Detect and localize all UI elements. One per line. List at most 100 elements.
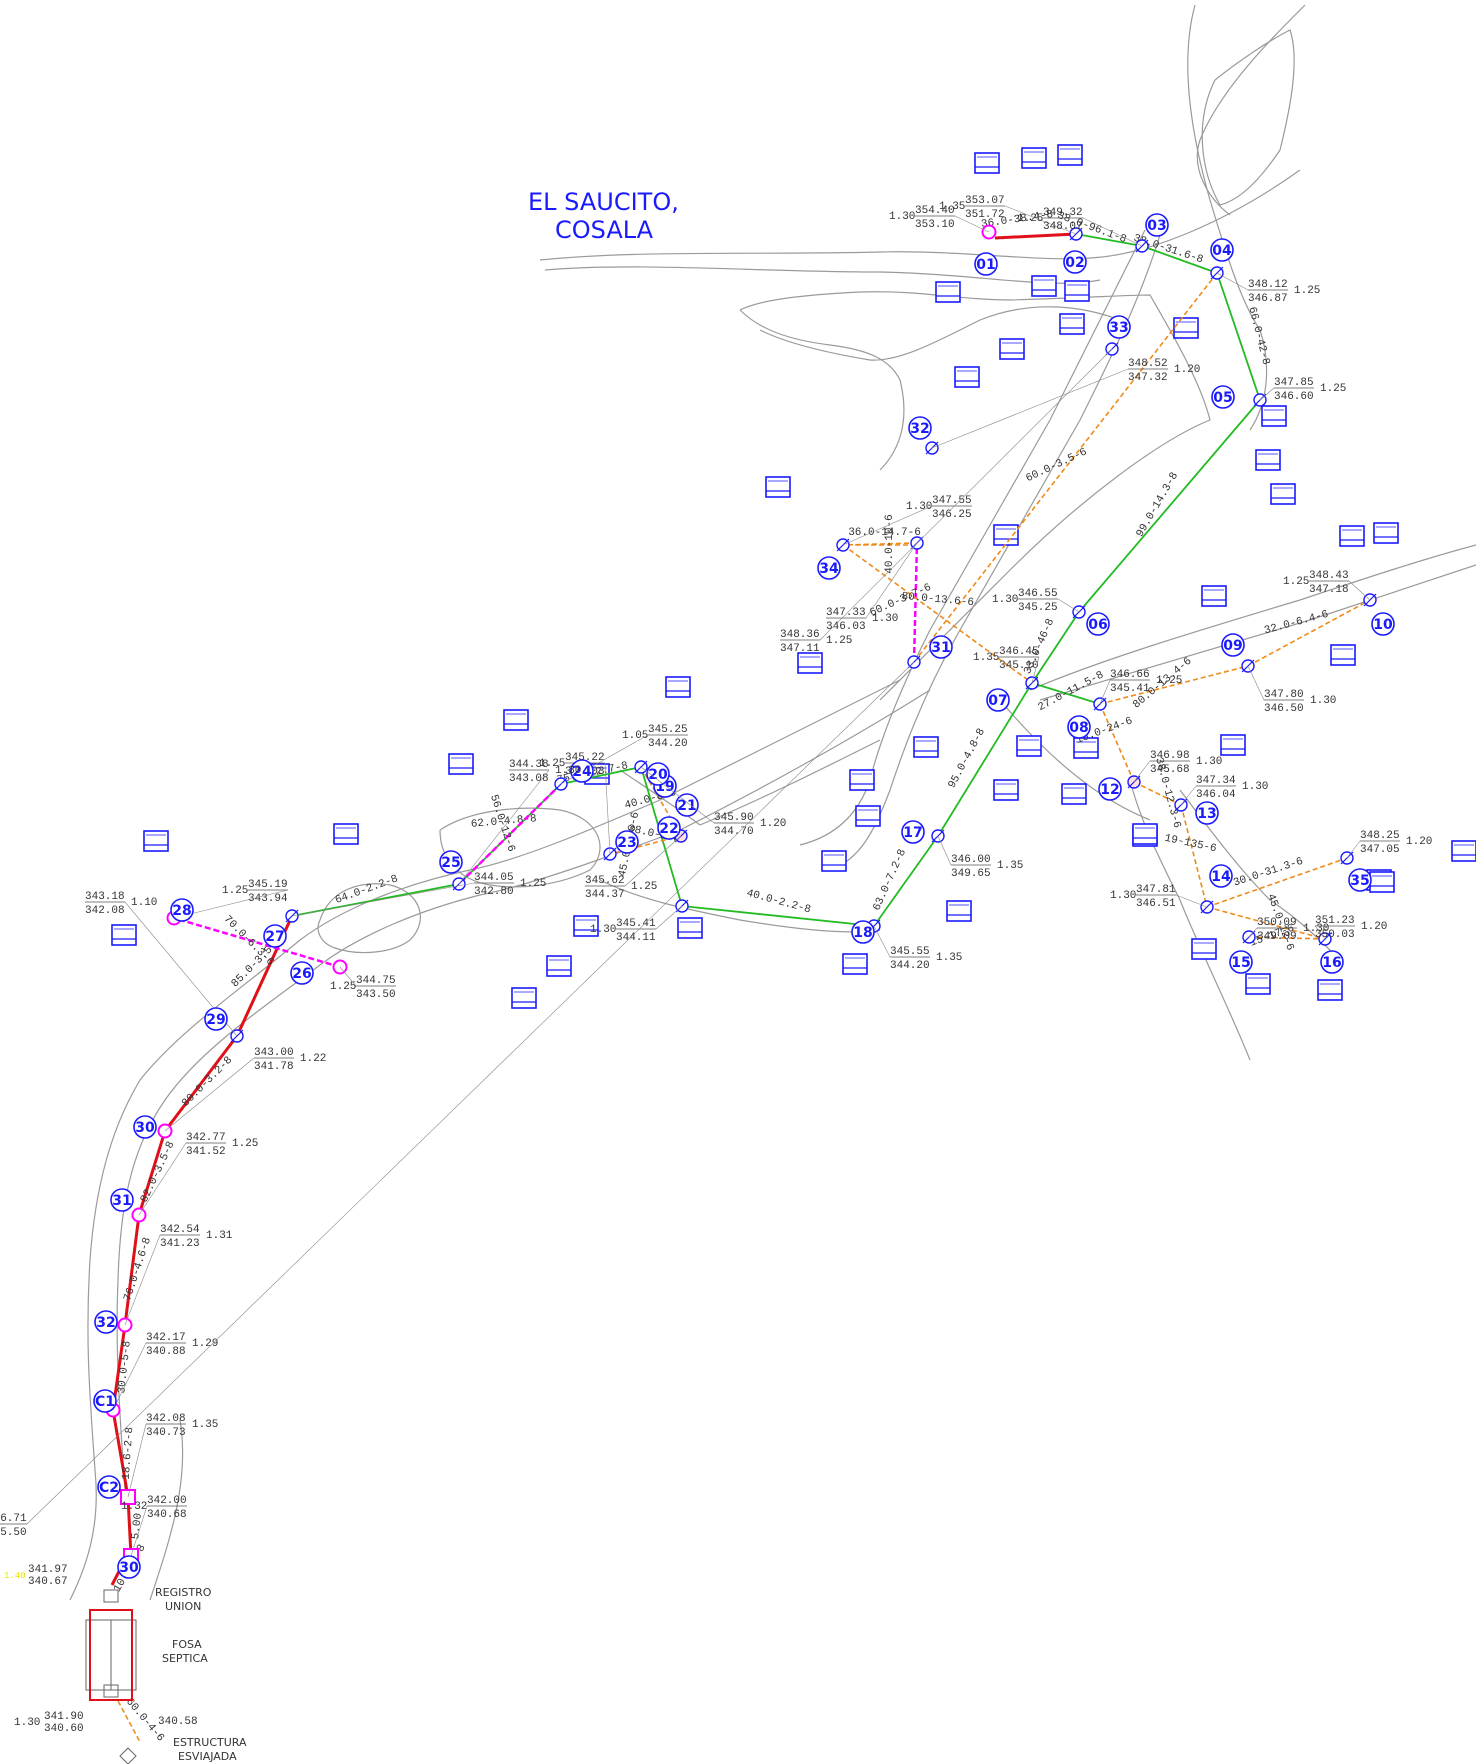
node-number-badge [1221,633,1245,657]
depth-value: 1.20 [1406,836,1432,848]
road-21-branch [619,769,701,826]
ground-level: 346.55 [1018,588,1058,600]
invert-level: 347.32 [1128,372,1168,384]
ground-level: 346.66 [1110,669,1150,681]
depth-value: 1.35 [936,952,962,964]
fosa-label-2: SEPTICA [162,1652,208,1665]
pipe-segment [913,272,1218,663]
ground-level: 345.62 [585,875,625,887]
node-number-badge [1098,777,1122,801]
node-number: 04 [1212,243,1232,259]
invert-level: 346.51 [1136,898,1176,910]
node-number: 18 [853,925,872,941]
node-number: 09 [1223,638,1242,654]
node-30[interactable]: 301.21346.71345.50 [0,655,921,1579]
depth-value: 1.20 [760,818,786,830]
node-levels: 1.21346.71345.50 [0,661,915,1539]
pipe-segment [458,783,562,885]
invert-level: 340.68 [147,1509,187,1521]
ground-level: 345.90 [714,812,754,824]
depth-value: 1.35 [192,1419,218,1431]
ground-level: 347.34 [1196,775,1236,787]
node-number: 20 [648,767,668,783]
invert-level: 347.18 [1309,584,1349,596]
pipe-segment [912,542,919,663]
pipe-segment [681,905,875,927]
depth-value: 1.31 [206,1230,233,1242]
node-number-badge [646,762,670,786]
depth-value: 1.25 [826,635,852,647]
node-number: 15 [1231,955,1250,971]
estructura-esviajada [119,1747,137,1764]
ground-level: 346.98 [1150,750,1190,762]
road-north-hill-2 [1201,29,1295,206]
house-icon [993,524,1019,546]
houses [111,144,1476,1009]
ground-level: 348.36 [780,629,820,641]
node-number-badge [1107,315,1131,339]
road-mid [699,739,881,826]
node-number-badge [93,1389,117,1413]
house-icon [448,753,474,775]
fosa-out-label-3: 340.60 [44,1723,84,1735]
registro-label-a: 1.40 [4,1571,26,1581]
depth-value: 1.32 [121,1501,147,1513]
ground-level: 347.80 [1264,689,1304,701]
pipe-label: 5.00 [130,1513,145,1541]
depth-value: 1.30 [992,594,1018,606]
depth-value: 1.30 [889,211,915,223]
node-number: 14 [1211,869,1231,885]
node-number-badge [974,252,998,276]
ground-level: 345.25 [648,724,688,736]
node-number-badge [1145,213,1169,237]
ground-level: 345.41 [616,918,656,930]
node-number: 29 [206,1012,225,1028]
invert-level: 346.60 [1274,391,1314,403]
house-icon [111,924,137,946]
